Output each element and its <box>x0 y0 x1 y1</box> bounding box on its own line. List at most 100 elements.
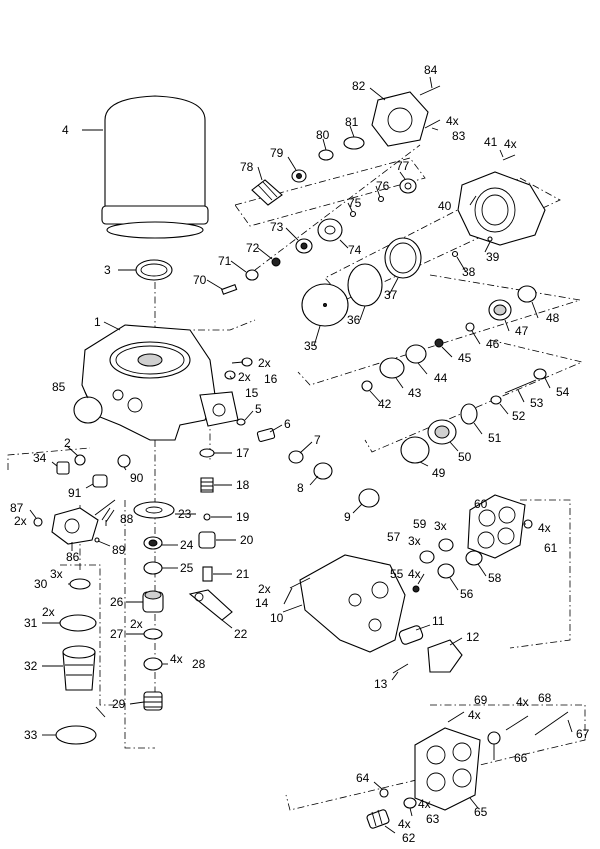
callout-47: 47 <box>515 324 529 338</box>
callout-30: 30 <box>34 577 48 591</box>
callout-57: 57 <box>387 530 401 544</box>
callout-22: 22 <box>234 627 248 641</box>
part-32-valve-insert <box>62 645 96 691</box>
callout-65: 65 <box>474 805 488 819</box>
part-84-pin <box>419 85 441 96</box>
callout-2: 2 <box>64 436 71 450</box>
callout-70: 70 <box>193 273 207 287</box>
part-34-plug <box>56 461 70 475</box>
part-79-seat <box>291 169 307 183</box>
callout-14: 14 <box>255 596 269 610</box>
part-73-piston <box>295 238 313 254</box>
assembly-boundaries <box>7 144 586 811</box>
part-26-piston <box>142 590 164 613</box>
qty-55: 4x <box>408 567 421 581</box>
part-10-valve-body <box>299 554 406 653</box>
part-7-fitting <box>288 450 304 464</box>
callout-81: 81 <box>345 115 359 129</box>
qty-15: 2x <box>238 370 251 384</box>
part-71-nut <box>245 269 259 281</box>
callout-64: 64 <box>356 771 370 785</box>
callout-68: 68 <box>538 691 552 705</box>
part-51-circlip <box>460 403 478 425</box>
callout-23: 23 <box>178 507 192 521</box>
callout-86: 86 <box>66 550 80 564</box>
part-45-seal <box>434 338 444 348</box>
callout-60: 60 <box>474 497 488 511</box>
callout-77: 77 <box>396 159 410 173</box>
callout-89: 89 <box>112 543 126 557</box>
callout-13: 13 <box>374 677 388 691</box>
part-39-pin <box>487 236 493 242</box>
callout-66: 66 <box>514 751 528 765</box>
part-31-o-ring <box>59 614 97 632</box>
callout-49: 49 <box>432 466 446 480</box>
qty-87: 2x <box>14 514 27 528</box>
part-81-valve <box>343 136 365 150</box>
callout-28: 28 <box>192 657 206 671</box>
callout-38: 38 <box>462 265 476 279</box>
part-85-o-ring <box>73 396 103 424</box>
callout-71: 71 <box>218 254 232 268</box>
callout-84: 84 <box>424 63 438 77</box>
part-12-connector <box>427 639 463 673</box>
qty-57: 3x <box>408 534 421 548</box>
qty-61: 4x <box>538 521 551 535</box>
part-48-o-ring <box>517 285 537 303</box>
qty-27: 2x <box>130 617 143 631</box>
part-67-bolt <box>534 711 569 736</box>
callout-72: 72 <box>246 241 260 255</box>
callout-labels: 4 3 1 85 2 34 90 91 87 2x 86 88 89 2x 16… <box>10 63 590 845</box>
part-77-washer <box>399 178 417 194</box>
part-36-o-ring <box>347 263 383 307</box>
part-54-cap <box>533 368 547 380</box>
part-57-seal <box>419 550 435 564</box>
part-20-valve <box>198 531 216 549</box>
callout-85: 85 <box>52 380 66 394</box>
callout-6: 6 <box>284 417 291 431</box>
callout-3: 3 <box>104 263 111 277</box>
callout-29: 29 <box>112 697 126 711</box>
part-68-pin <box>505 715 529 731</box>
callout-34: 34 <box>33 451 47 465</box>
qty-14: 2x <box>258 582 271 596</box>
part-35-diaphragm <box>301 283 349 327</box>
part-16-nut <box>241 357 253 367</box>
qty-30: 3x <box>50 567 63 581</box>
part-11-gasket <box>398 625 424 645</box>
callout-43: 43 <box>408 386 422 400</box>
qty-28: 4x <box>170 652 183 666</box>
part-43-plate <box>379 357 405 379</box>
part-17-o-ring <box>199 448 215 458</box>
callout-56: 56 <box>460 587 474 601</box>
callout-76: 76 <box>376 179 390 193</box>
qty-41: 4x <box>504 137 517 151</box>
callout-7: 7 <box>314 433 321 447</box>
part-75-ball <box>349 210 357 218</box>
part-37-ring <box>384 237 422 279</box>
callout-46: 46 <box>486 337 500 351</box>
callout-42: 42 <box>378 397 392 411</box>
callout-27: 27 <box>110 627 124 641</box>
callout-36: 36 <box>347 313 361 327</box>
callout-50: 50 <box>458 450 472 464</box>
qty-69: 4x <box>468 708 481 722</box>
callout-21: 21 <box>236 567 250 581</box>
part-87-screw <box>33 517 43 527</box>
qty-83: 4x <box>446 114 459 128</box>
callout-59: 59 <box>413 517 427 531</box>
part-59-seal <box>438 538 454 552</box>
callout-91: 91 <box>68 486 82 500</box>
part-58-valve <box>465 550 483 566</box>
part-44-plate <box>405 344 427 364</box>
leader-lines <box>29 76 573 834</box>
callout-90: 90 <box>130 471 144 485</box>
part-88-clip <box>101 507 115 523</box>
part-3-seal-ring <box>135 259 173 281</box>
qty-63: 4x <box>418 797 431 811</box>
callout-10: 10 <box>270 611 284 625</box>
part-46-seal <box>465 322 475 332</box>
callout-88: 88 <box>120 512 134 526</box>
callout-31: 31 <box>24 616 38 630</box>
part-13-screw <box>392 663 409 674</box>
